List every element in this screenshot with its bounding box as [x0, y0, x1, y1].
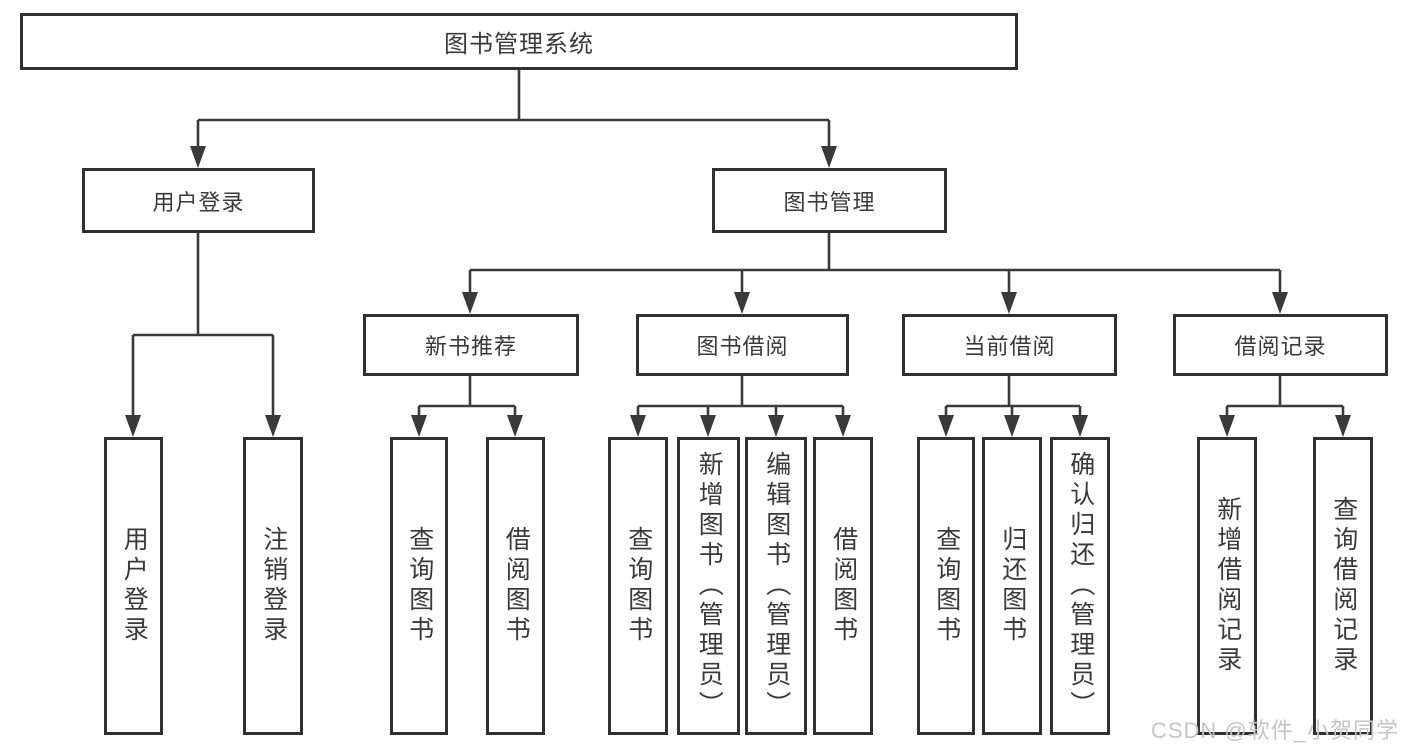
leaf-borrowing-query-books: 查询图书 — [608, 437, 668, 735]
leaf-user-login-label: 用户登录 — [120, 526, 149, 646]
node-borrow-records-label: 借阅记录 — [1234, 334, 1327, 359]
node-user-login: 用户登录 — [82, 168, 315, 233]
leaf-borrowing-add-books-admin-label: 新增图书（管理员） — [695, 451, 724, 721]
csdn-watermark: CSDN @软件_小贺同学 — [1150, 718, 1399, 743]
node-book-management: 图书管理 — [712, 168, 947, 233]
leaf-current-return-books-label: 归还图书 — [998, 526, 1027, 646]
leaf-records-query-record: 查询借阅记录 — [1313, 437, 1373, 735]
leaf-newbooks-borrow-books-label: 借阅图书 — [502, 526, 531, 646]
leaf-records-add-record-label: 新增借阅记录 — [1213, 496, 1242, 676]
node-root: 图书管理系统 — [20, 13, 1018, 70]
node-root-label: 图书管理系统 — [444, 31, 594, 58]
node-book-borrowing: 图书借阅 — [636, 314, 849, 376]
leaf-borrowing-add-books-admin: 新增图书（管理员） — [677, 437, 740, 735]
leaf-user-login: 用户登录 — [104, 437, 163, 735]
leaf-borrowing-query-books-label: 查询图书 — [624, 526, 653, 646]
leaf-records-add-record: 新增借阅记录 — [1197, 437, 1257, 735]
leaf-newbooks-query-books: 查询图书 — [390, 437, 448, 735]
leaf-logout: 注销登录 — [243, 437, 303, 735]
leaf-newbooks-query-books-label: 查询图书 — [405, 526, 434, 646]
node-current-borrowing-label: 当前借阅 — [963, 334, 1056, 359]
leaf-borrowing-edit-books-admin-label: 编辑图书（管理员） — [762, 451, 791, 721]
leaf-current-confirm-return-admin: 确认归还（管理员） — [1050, 437, 1110, 735]
leaf-newbooks-borrow-books: 借阅图书 — [486, 437, 545, 735]
node-book-management-label: 图书管理 — [783, 189, 876, 215]
node-borrow-records: 借阅记录 — [1173, 314, 1388, 376]
leaf-current-confirm-return-admin-label: 确认归还（管理员） — [1066, 451, 1095, 721]
leaf-current-query-books-label: 查询图书 — [932, 526, 961, 646]
leaf-borrowing-borrow-books-label: 借阅图书 — [829, 526, 858, 646]
node-new-book-recommend-label: 新书推荐 — [424, 334, 517, 359]
leaf-records-query-record-label: 查询借阅记录 — [1329, 496, 1358, 676]
node-user-login-label: 用户登录 — [152, 189, 245, 215]
leaf-borrowing-borrow-books: 借阅图书 — [813, 437, 873, 735]
node-current-borrowing: 当前借阅 — [902, 314, 1117, 376]
leaf-current-query-books: 查询图书 — [917, 437, 975, 735]
leaf-current-return-books: 归还图书 — [982, 437, 1042, 735]
leaf-logout-label: 注销登录 — [259, 526, 288, 646]
node-book-borrowing-label: 图书借阅 — [696, 334, 789, 359]
leaf-borrowing-edit-books-admin: 编辑图书（管理员） — [745, 437, 807, 735]
node-new-book-recommend: 新书推荐 — [363, 314, 579, 376]
